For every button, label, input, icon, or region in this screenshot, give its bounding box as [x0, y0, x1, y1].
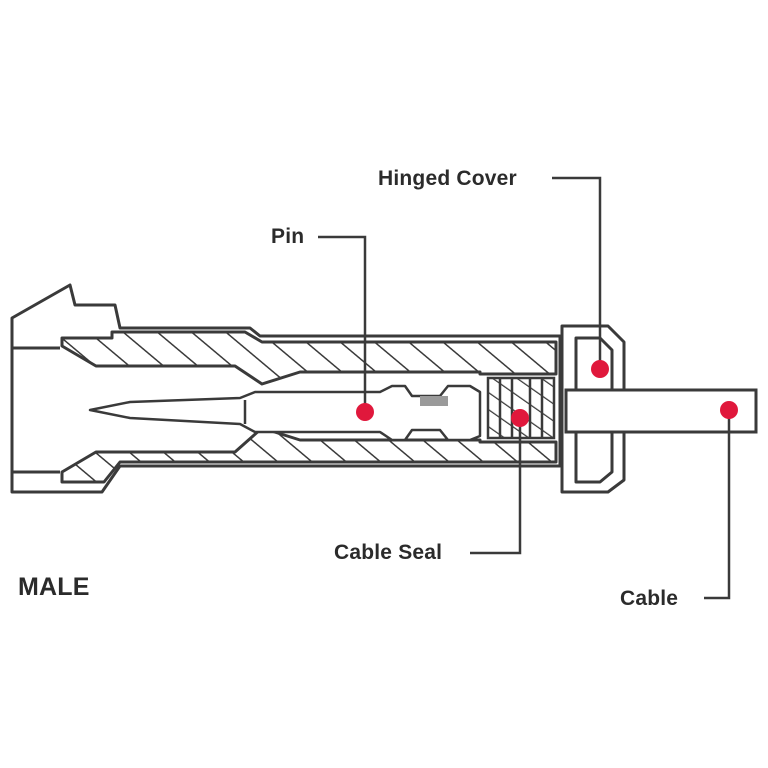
label-hinged-cover: Hinged Cover	[378, 167, 517, 190]
leader-cable-seal	[470, 418, 522, 555]
leader-lines	[318, 176, 731, 600]
marker-hinged-cover	[591, 360, 609, 378]
callout-markers	[356, 360, 738, 427]
leader-cable	[704, 410, 731, 600]
housing-upper-wall	[60, 330, 558, 386]
label-pin: Pin	[271, 225, 305, 248]
marker-cable	[720, 401, 738, 419]
connector-housing	[10, 283, 562, 494]
pin-crimp-shading	[420, 396, 448, 406]
label-cable-seal: Cable Seal	[334, 541, 443, 564]
leader-hinged-cover	[552, 176, 602, 368]
leader-pin	[318, 235, 367, 410]
label-male: MALE	[18, 573, 90, 601]
marker-pin	[356, 403, 374, 421]
housing-lower-wall	[60, 426, 558, 484]
pin-shape	[88, 384, 482, 442]
marker-cable-seal	[511, 409, 529, 427]
label-cable: Cable	[620, 587, 679, 610]
